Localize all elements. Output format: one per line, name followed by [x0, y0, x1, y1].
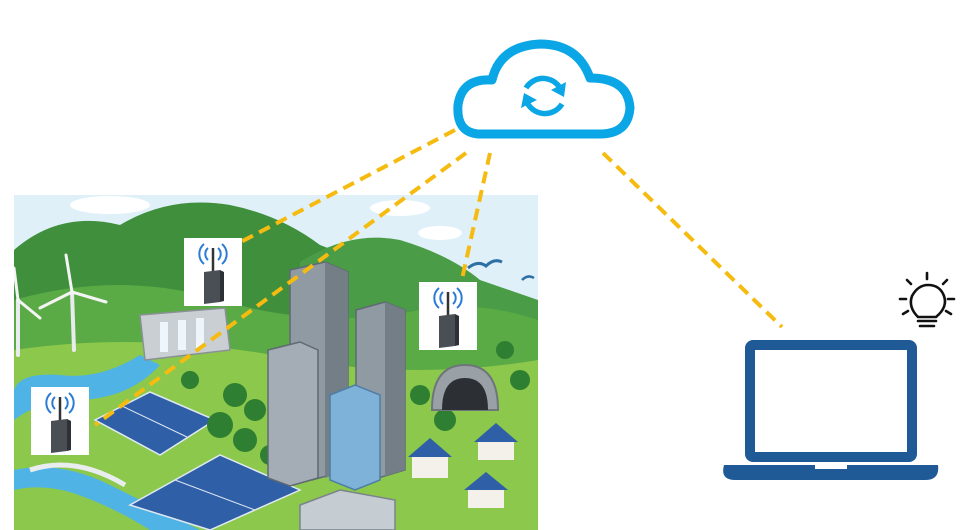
bridge	[29, 462, 127, 488]
skyscraper	[267, 341, 319, 487]
dam-spillway	[178, 320, 186, 350]
dam-spillway	[160, 322, 168, 352]
wind-turbine	[38, 253, 108, 352]
sky-cloud	[418, 226, 462, 240]
building-lower	[299, 489, 396, 530]
link-solar-gateway	[93, 151, 468, 427]
bird	[467, 259, 503, 270]
wireless-gateway-icon	[198, 243, 228, 304]
dam-gateway	[184, 238, 242, 306]
trees	[181, 341, 530, 465]
cloud-sync-icon	[453, 39, 635, 139]
dam-spillway	[196, 318, 204, 348]
river-lower	[14, 467, 200, 530]
smart-city-scene	[14, 195, 538, 530]
sky-cloud	[70, 196, 150, 214]
data-links	[93, 128, 784, 427]
link-laptop	[601, 151, 784, 329]
wireless-gateway-icon	[433, 287, 463, 348]
tunnel-gateway	[419, 282, 477, 350]
bird	[521, 275, 535, 281]
solar-gateway	[31, 387, 89, 455]
houses	[408, 423, 518, 508]
tunnel	[430, 363, 500, 411]
laptop-icon	[723, 340, 939, 480]
wind-turbine	[14, 266, 42, 357]
office-building	[329, 384, 381, 491]
wireless-gateway-icon	[45, 392, 75, 453]
lightbulb-icon	[898, 271, 956, 328]
link-dam-gateway	[234, 128, 456, 247]
link-tunnel-gateway	[458, 152, 492, 289]
